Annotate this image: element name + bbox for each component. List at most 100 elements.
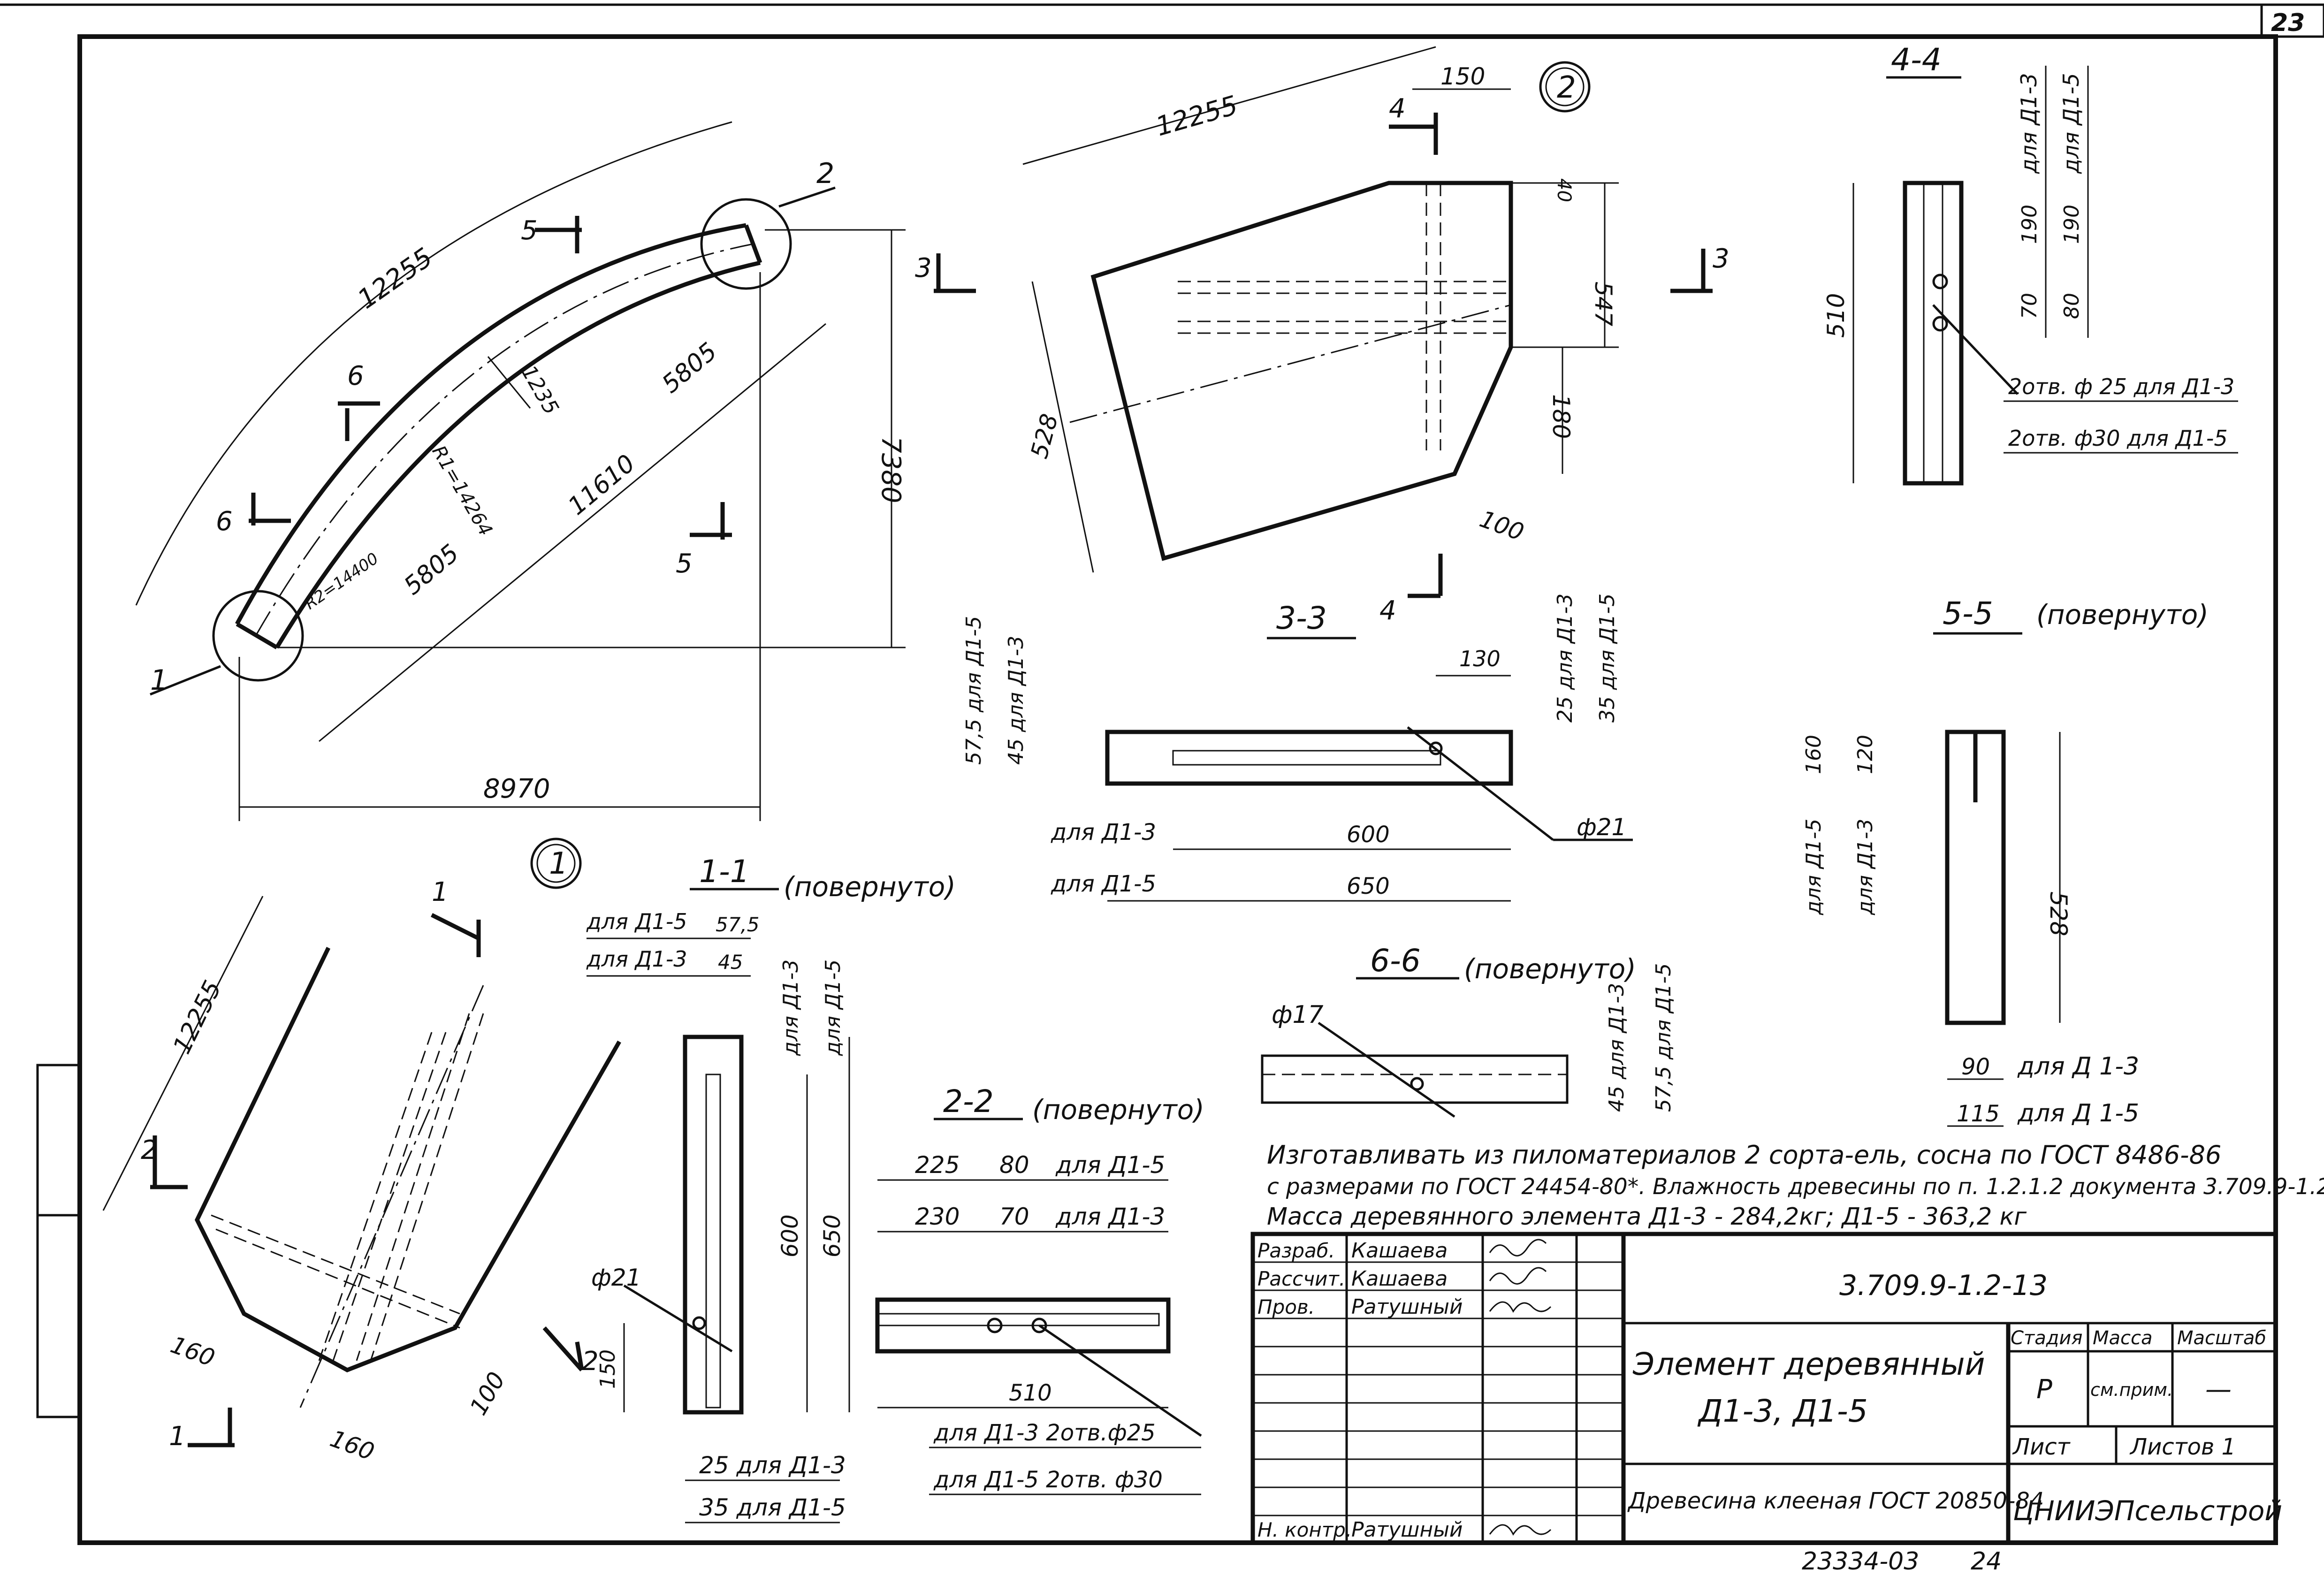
note-line-1: Изготавливать из пиломатериалов 2 сорта-… xyxy=(1267,1140,2221,1170)
d1-section-2-bot xyxy=(542,1326,584,1371)
detail-1: 1 12255 160 160 100 1 1 2 2 xyxy=(102,838,621,1466)
d1-section-1-top xyxy=(430,913,481,957)
tb-signature-3 xyxy=(1489,1301,1552,1313)
tb-name-3: Ратушный xyxy=(1351,1295,1463,1319)
elevation-view: 1 2 12255 7380 8970 11610 5805 5805 1235… xyxy=(135,121,976,821)
section-6-label-top: 6 xyxy=(347,361,364,391)
detail-1-rod-c xyxy=(356,1013,470,1361)
sec22-r2-b: 70 xyxy=(999,1203,1029,1230)
d2-dim-547-text: 547 xyxy=(1590,282,1617,327)
sec33-dim-130: 130 xyxy=(1459,646,1501,671)
sec44-70: 70 xyxy=(2018,293,2042,319)
detail-1-badge-inner xyxy=(536,844,576,883)
sec44-vert-d15: для Д1-5 xyxy=(2058,73,2084,174)
tb-signature-4 xyxy=(1489,1524,1552,1536)
sec55-w1-label: для Д 1-3 xyxy=(2017,1052,2139,1081)
d2-dim-180-text: 180 xyxy=(1547,394,1575,439)
d1-section-2-top-label: 2 xyxy=(141,1135,158,1165)
sec44-slot xyxy=(1923,182,1943,484)
dim-arc-text: 12255 xyxy=(352,242,438,315)
detail-1-dim-160b: 160 xyxy=(327,1425,378,1466)
detail-1-dim-160a: 160 xyxy=(167,1331,219,1372)
sec44-vert-d13: для Д1-3 xyxy=(2016,73,2042,174)
radius-inner: R2=14400 xyxy=(301,549,382,613)
sec33-vert-2: 45 для Д1-3 xyxy=(1004,636,1028,765)
node-1-leader xyxy=(150,665,221,696)
tb-signature-1 xyxy=(1489,1239,1547,1257)
d2-section-4-top xyxy=(1389,113,1438,155)
detail-1-rod-b xyxy=(332,1032,447,1361)
sec22-hole-1 xyxy=(987,1317,1003,1333)
section-6-mark-top xyxy=(338,401,380,441)
detail-1-dim-arc: 12255 xyxy=(168,976,227,1059)
detail-2-title: 2 xyxy=(1557,70,1576,105)
beam-end-left xyxy=(236,622,278,649)
detail-1-axis xyxy=(299,985,484,1408)
detail-1-plate-a xyxy=(211,1214,460,1315)
d2-section-3-label: 3 xyxy=(1713,244,1730,274)
tb-h-scale: Масштаб xyxy=(2177,1327,2266,1349)
sec11-hole xyxy=(692,1316,706,1330)
sec11-foot2: 35 для Д1-5 xyxy=(699,1494,846,1521)
tb-role-2: Рассчит. xyxy=(1257,1267,1345,1290)
sec44-hole-leader xyxy=(1932,304,2019,395)
sec55-vert-d15: для Д1-5 xyxy=(1802,819,1826,915)
detail-1-outline xyxy=(194,947,621,1372)
sec33-body xyxy=(1105,730,1513,786)
tb-frame xyxy=(1250,1232,2278,1545)
dim-chord-half-lower: 5805 xyxy=(399,539,465,601)
beam-end-right xyxy=(744,224,762,264)
tb-name-4: Ратушный xyxy=(1351,1518,1463,1542)
sec33-row2-label: для Д1-5 xyxy=(1051,871,1156,897)
d1-section-2-top xyxy=(150,1135,188,1189)
beam-axis xyxy=(255,243,754,636)
sheet-frame xyxy=(77,34,2278,1545)
sec44-80: 80 xyxy=(2060,293,2084,319)
sec33-hole-label: ф21 xyxy=(1577,814,1626,841)
d1-section-1-bot xyxy=(188,1408,235,1447)
sec33-slot xyxy=(1172,750,1441,766)
d2-section-3-mark xyxy=(1670,249,1713,293)
sec66-body xyxy=(1261,1054,1569,1104)
sheet-number: 23 xyxy=(2271,9,2305,37)
sec66-hole-label: ф17 xyxy=(1272,1001,1324,1029)
sec11-hole-label: ф21 xyxy=(591,1264,641,1291)
tb-h-stage: Стадия xyxy=(2011,1327,2082,1349)
note-line-2: с размерами по ГОСТ 24454-80*. Влажность… xyxy=(1267,1174,2324,1200)
sec11-slot xyxy=(705,1074,721,1409)
detail-2-badge xyxy=(1539,61,1591,113)
sec22-r1-lbl: для Д1-5 xyxy=(1055,1151,1165,1179)
d2-dim-arc-text: 12255 xyxy=(1152,90,1241,143)
sec22-hole-2 xyxy=(1031,1317,1047,1333)
sec11-val-d15: 57,5 xyxy=(716,913,760,936)
sec22-r2-lbl: для Д1-3 xyxy=(1055,1203,1165,1230)
sec44-title: 4-4 xyxy=(1891,42,1942,78)
d2-dim-100-text: 100 xyxy=(1476,505,1528,546)
sec44-dim-510: 510 xyxy=(1822,293,1850,338)
d2-dim-528-text: 528 xyxy=(1026,411,1064,461)
d2-dim-528-line xyxy=(1031,281,1094,573)
detail-2: 2 12255 150 40 547 180 100 528 4 4 3 xyxy=(1022,46,1730,626)
tb-sheets-label: Листов 1 xyxy=(2129,1434,2236,1460)
general-notes: Изготавливать из пиломатериалов 2 сорта-… xyxy=(1267,1140,2324,1231)
sec22-note: (повернуто) xyxy=(1032,1094,1204,1126)
tb-role-1: Разраб. xyxy=(1257,1239,1335,1262)
sec55-dim-528: 528 xyxy=(2045,891,2072,936)
d2-section-4-bot-label: 4 xyxy=(1379,595,1396,626)
dim-sagitta-text: 1235 xyxy=(516,361,563,419)
node-1-circle xyxy=(212,590,304,682)
sec22-r2-a: 230 xyxy=(915,1203,960,1230)
section-5-label-bot: 5 xyxy=(676,548,693,579)
d1-section-1-bot-label: 1 xyxy=(169,1421,186,1452)
sec44-holes-d15: 2отв. ф30 для Д1-5 xyxy=(2008,426,2228,451)
bottom-code: 23334-03 xyxy=(1802,1547,1919,1576)
tb-h-mass: Масса xyxy=(2093,1327,2153,1349)
sec33-row1-value: 600 xyxy=(1347,822,1390,848)
detail-1-dim-100: 100 xyxy=(465,1367,511,1420)
sec44-hole-2 xyxy=(1932,316,1948,332)
detail-2-outline xyxy=(1090,181,1513,561)
sec55-w2: 115 xyxy=(1957,1101,2000,1127)
tb-mass: см.прим. xyxy=(2090,1379,2173,1400)
section-3-3: 3-3 ф21 130 57,5 для Д1-5 45 для Д1-3 25… xyxy=(962,594,1633,902)
